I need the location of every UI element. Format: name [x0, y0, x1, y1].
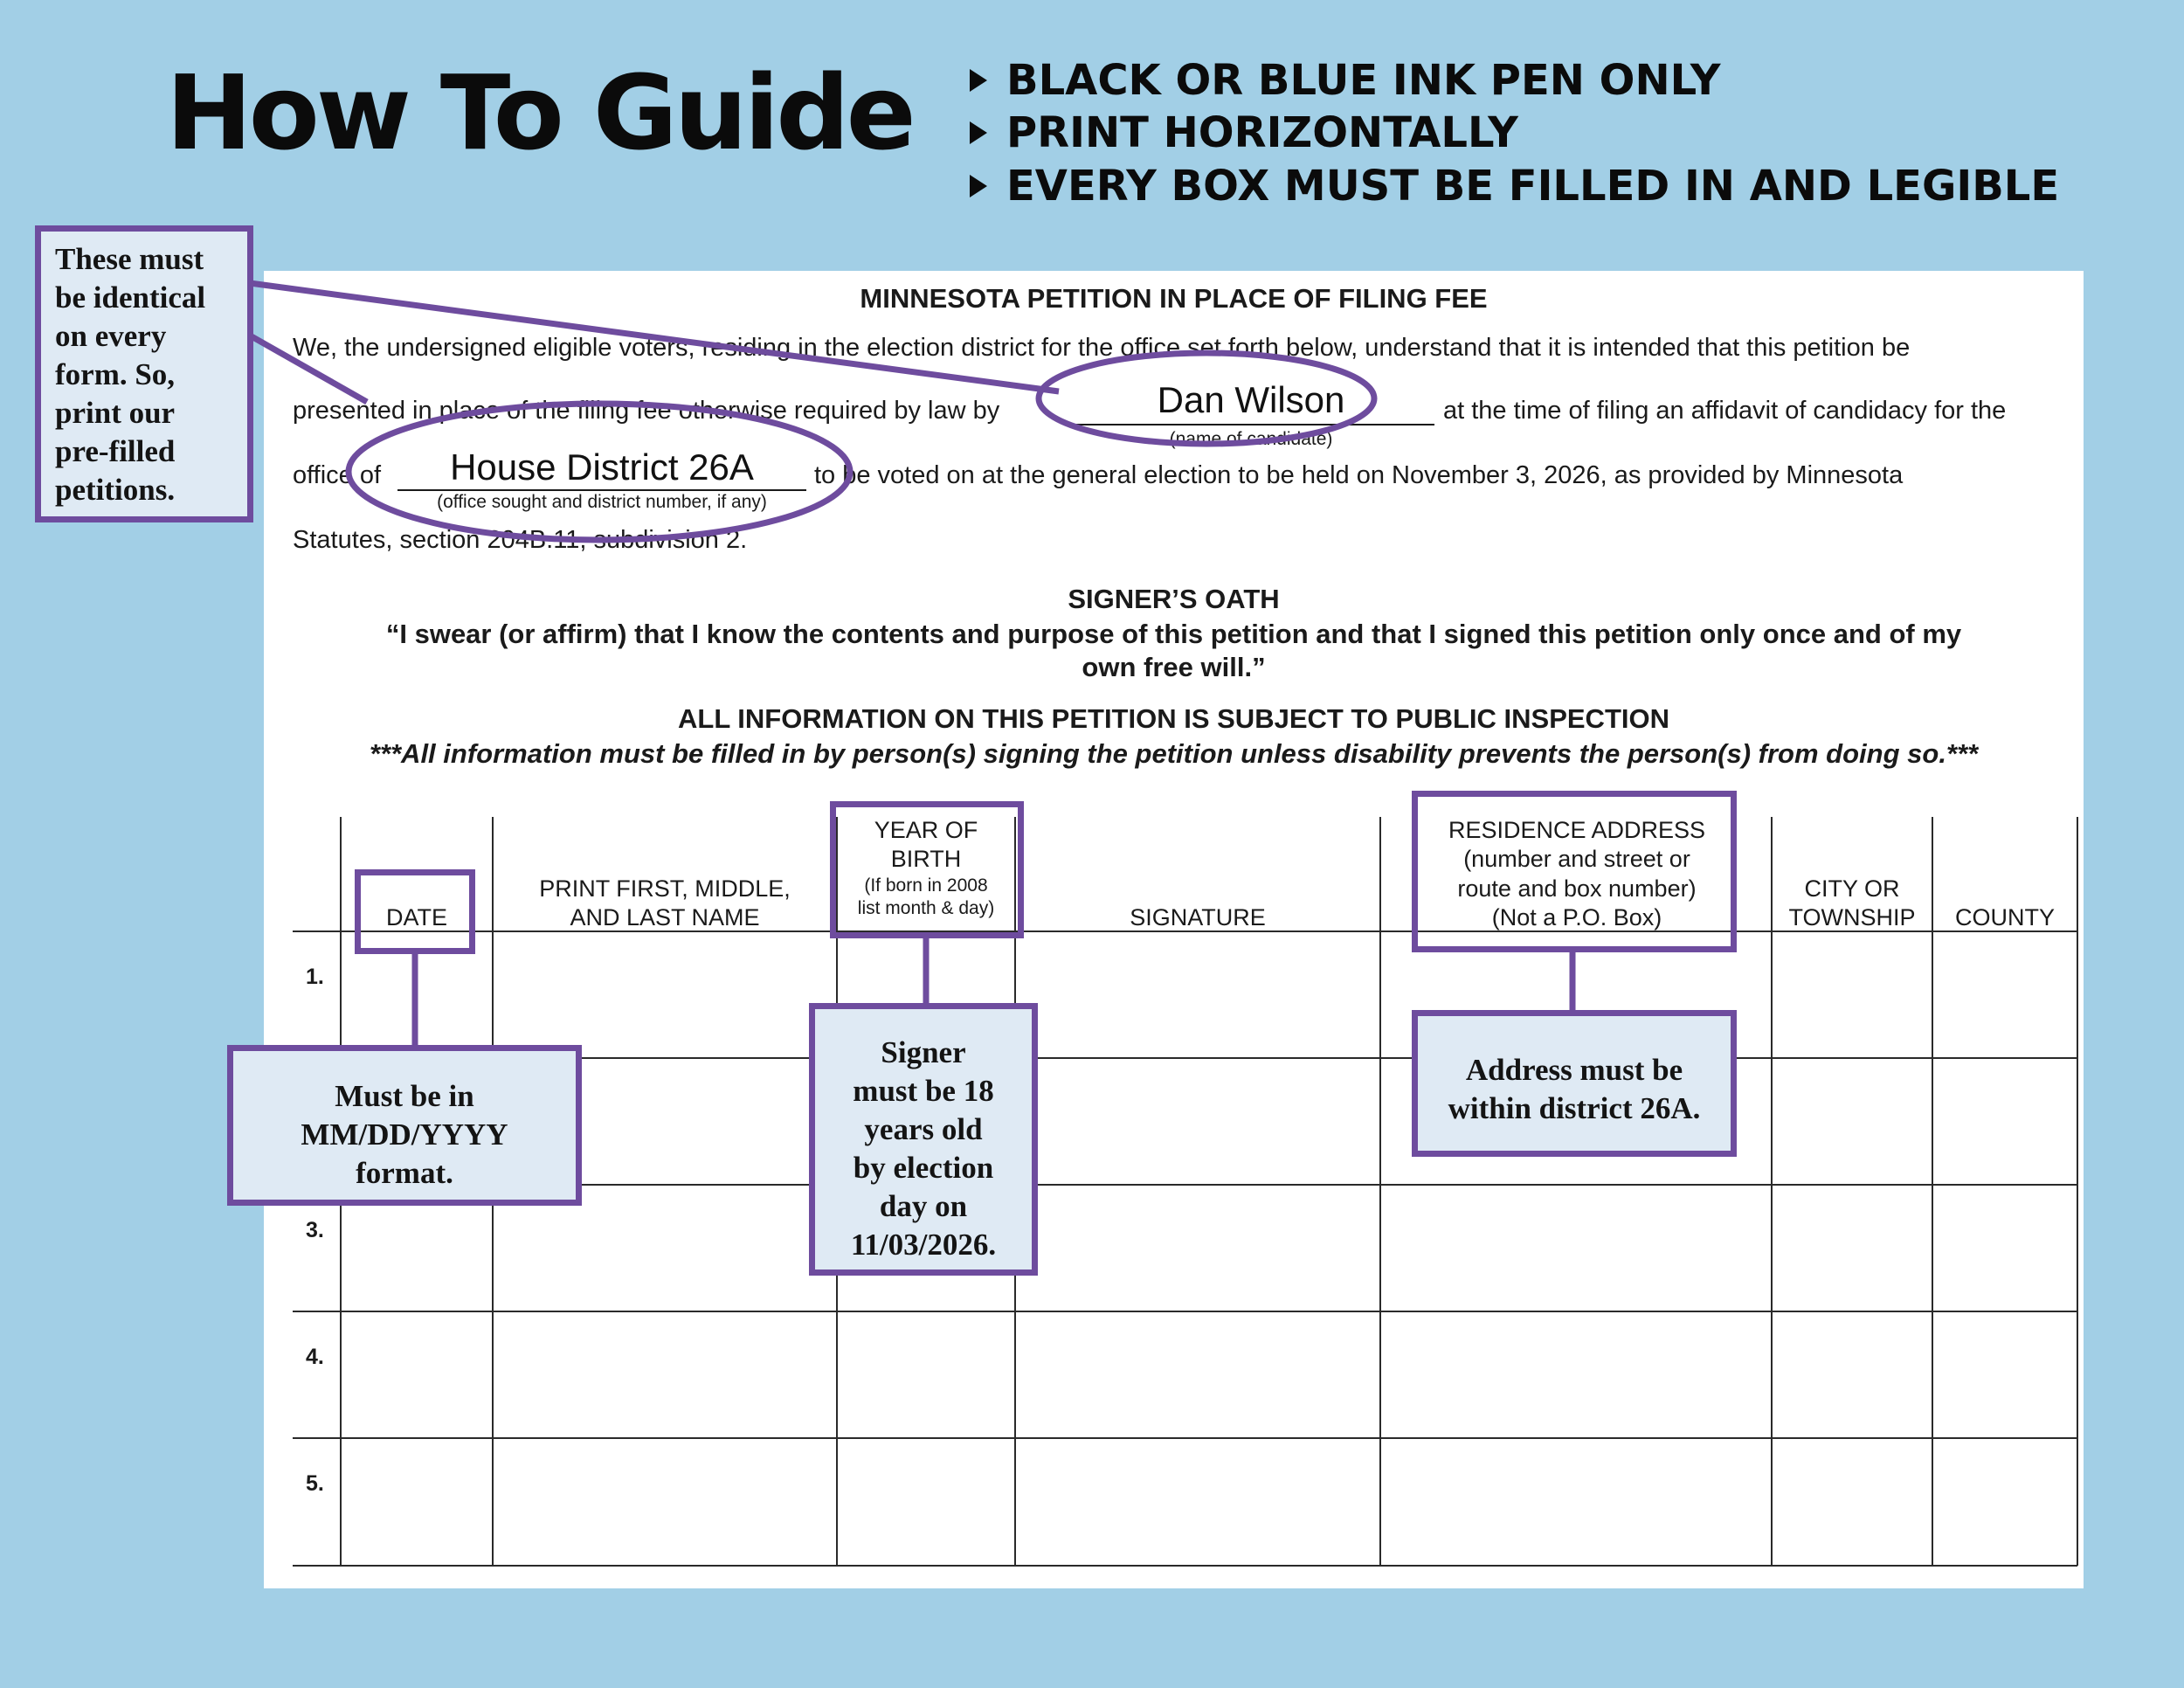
office-underline	[397, 489, 806, 491]
oath-title: SIGNER’S OATH	[1068, 584, 1280, 614]
rule-legible: EVERY BOX MUST BE FILLED IN AND LEGIBLE	[970, 165, 2059, 207]
callout-line: Must be in	[335, 1079, 474, 1113]
date-header-highlight	[355, 869, 475, 954]
column-header-signature: SIGNATURE	[1130, 904, 1266, 930]
callout-line: form. So,	[55, 357, 176, 391]
callout-line: 11/03/2026.	[850, 1228, 997, 1262]
column-header-address-4: (Not a P.O. Box)	[1491, 904, 1662, 930]
column-header-yob-3: (If born in 2008	[864, 875, 988, 896]
candidate-underline	[1068, 424, 1434, 425]
column-header-yob-1: YEAR OF	[874, 817, 978, 843]
callout-line: Address must be	[1465, 1053, 1683, 1087]
row-number: 3.	[306, 1218, 324, 1242]
row-number: 5.	[306, 1471, 324, 1496]
rule-ink: BLACK OR BLUE INK PEN ONLY	[970, 59, 1721, 101]
row-number: 4.	[306, 1345, 324, 1369]
rule-print: PRINT HORIZONTALLY	[970, 112, 1518, 154]
oath-line-1: “I swear (or affirm) that I know the con…	[385, 619, 1962, 649]
column-header-yob-4: list month & day)	[857, 898, 995, 918]
oath-line-2: own free will.”	[1082, 652, 1266, 682]
callout-line: day on	[879, 1189, 968, 1223]
rule-text: BLACK OR BLUE INK PEN ONLY	[1006, 56, 1721, 105]
callout-line: be identical	[55, 280, 206, 315]
callout-date-format: Must be in MM/DD/YYYY format.	[227, 1045, 582, 1206]
callout-line: years old	[864, 1112, 983, 1146]
public-inspection-notice: ALL INFORMATION ON THIS PETITION IS SUBJ…	[678, 703, 1669, 734]
column-header-city-1: CITY OR	[1804, 875, 1900, 902]
column-header-name-1: PRINT FIRST, MIDDLE,	[539, 875, 791, 902]
office-value: House District 26A	[450, 446, 754, 488]
column-header-yob-2: BIRTH	[890, 846, 962, 872]
bullet-triangle-icon	[970, 121, 987, 144]
column-header-address-1: RESIDENCE ADDRESS	[1448, 817, 1706, 843]
callout-line: MM/DD/YYYY	[301, 1117, 508, 1152]
callout-line: These must	[55, 242, 204, 276]
fill-in-notice: ***All information must be filled in by …	[369, 738, 1979, 769]
column-header-city-2: TOWNSHIP	[1788, 904, 1916, 930]
candidate-name-value: Dan Wilson	[1157, 379, 1345, 420]
rule-text: EVERY BOX MUST BE FILLED IN AND LEGIBLE	[1006, 162, 2060, 211]
page-title: How To Guide	[166, 52, 916, 173]
callout-line: print our	[55, 396, 176, 430]
column-header-county: COUNTY	[1955, 904, 2055, 930]
form-line-1: We, the undersigned eligible voters, res…	[293, 334, 1911, 362]
form-line-2-end: at the time of filing an affidavit of ca…	[1443, 397, 2007, 425]
bullet-triangle-icon	[970, 69, 987, 92]
bullet-triangle-icon	[970, 175, 987, 197]
callout-line: pre-filled	[55, 434, 176, 468]
callout-line: format.	[356, 1156, 453, 1190]
column-header-date: DATE	[385, 904, 447, 930]
callout-line: by election	[853, 1151, 994, 1185]
office-caption: (office sought and district number, if a…	[437, 492, 767, 512]
callout-line: on every	[55, 319, 167, 353]
column-header-address-3: route and box number)	[1457, 875, 1697, 902]
form-line-3-start: office of	[293, 461, 382, 489]
address-header-highlight	[1412, 791, 1737, 952]
callout-line: petitions.	[55, 473, 176, 507]
callout-identical-forms: These must be identical on every form. S…	[35, 225, 253, 522]
row-number: 1.	[306, 965, 324, 989]
column-header-address-2: (number and street or	[1463, 846, 1690, 872]
callout-line: Signer	[881, 1035, 966, 1069]
callout-address-district: Address must be within district 26A.	[1412, 1010, 1737, 1157]
rule-text: PRINT HORIZONTALLY	[1006, 108, 1518, 157]
form-line-3-end: to be voted on at the general election t…	[814, 461, 1904, 489]
yob-header-highlight	[830, 801, 1024, 938]
form-title: MINNESOTA PETITION IN PLACE OF FILING FE…	[860, 283, 1488, 314]
column-header-name-2: AND LAST NAME	[570, 904, 760, 930]
callout-line: within district 26A.	[1448, 1091, 1701, 1125]
callout-signer-age: Signer must be 18 years old by election …	[809, 1003, 1038, 1276]
callout-line: must be 18	[853, 1074, 994, 1108]
